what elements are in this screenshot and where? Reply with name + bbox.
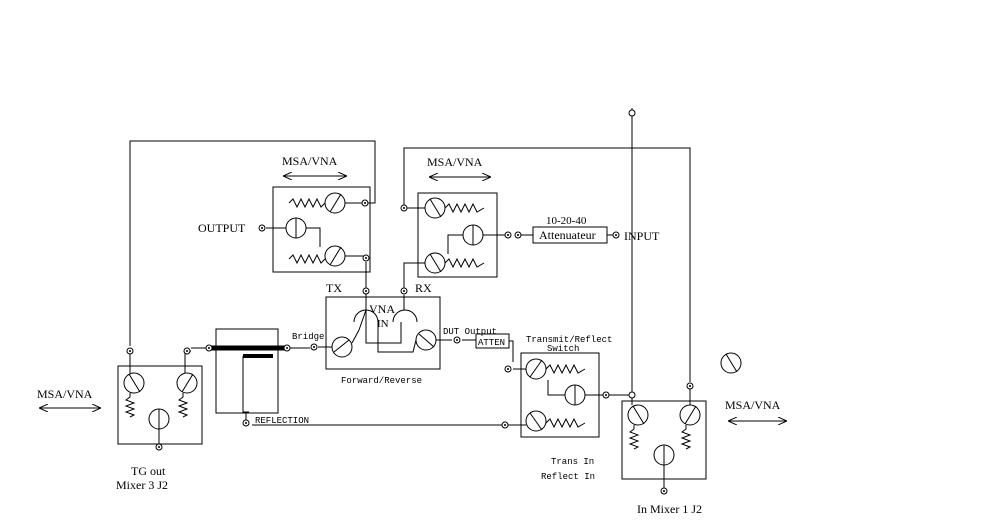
label-tx: TX bbox=[326, 281, 342, 295]
connector-dots bbox=[126, 109, 694, 495]
in-mixer-box bbox=[621, 388, 707, 488]
spare-connector bbox=[720, 352, 742, 374]
label-input: INPUT bbox=[624, 229, 660, 243]
label-attenuator: Attenuateur bbox=[539, 228, 596, 242]
label-trans-in: Trans In bbox=[551, 457, 594, 467]
label-switch: Switch bbox=[547, 344, 579, 354]
bridge-box bbox=[191, 328, 502, 426]
label-msa-vna-left: MSA/VNA bbox=[37, 387, 93, 401]
transmit-reflect-switch-box bbox=[508, 108, 633, 438]
label-msa-vna-top-left: MSA/VNA bbox=[282, 154, 338, 168]
label-output: OUTPUT bbox=[198, 221, 246, 235]
label-reflection: REFLECTION bbox=[255, 416, 309, 426]
label-attenuator-range: 10-20-40 bbox=[546, 215, 587, 227]
label-in-mixer-1-j2: In Mixer 1 J2 bbox=[637, 502, 702, 516]
label-in: IN bbox=[377, 318, 389, 330]
label-dut-output: DUT Output bbox=[443, 327, 497, 337]
label-msa-vna-right: MSA/VNA bbox=[725, 398, 781, 412]
label-tg-out: TG out bbox=[131, 464, 166, 478]
label-msa-vna-top-right: MSA/VNA bbox=[427, 155, 483, 169]
forward-reverse-switch-box bbox=[318, 262, 514, 370]
label-transmit-reflect: Transmit/Reflect bbox=[526, 335, 612, 345]
tg-out-mixer-box bbox=[117, 350, 203, 445]
label-vna: VNA bbox=[369, 302, 395, 316]
label-bridge: Bridge bbox=[292, 332, 324, 342]
connector-centers bbox=[129, 202, 691, 492]
label-atten: ATTEN bbox=[478, 338, 505, 348]
label-rx: RX bbox=[415, 281, 432, 295]
label-mixer-3-j2: Mixer 3 J2 bbox=[116, 478, 168, 492]
label-reflect-in: Reflect In bbox=[541, 472, 595, 482]
label-forward-reverse: Forward/Reverse bbox=[341, 376, 422, 386]
msa-vna-output-box bbox=[129, 140, 376, 346]
